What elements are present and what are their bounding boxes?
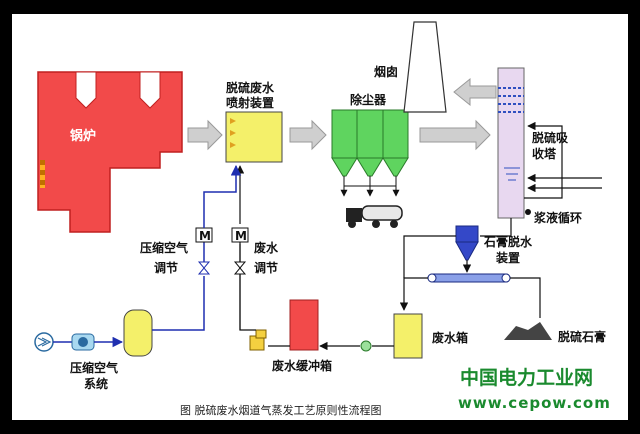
gypsum-out-label: 脱硫石膏 <box>558 329 606 344</box>
dust-collector-label: 除尘器 <box>350 92 387 107</box>
dust-collector-box <box>331 109 409 159</box>
svg-text:M: M <box>235 229 247 243</box>
flue-gas-arrow-2 <box>289 119 327 151</box>
flue-gas-arrow-4 <box>453 77 497 107</box>
metering-pump-icon <box>249 329 267 351</box>
belt-filter <box>427 273 511 283</box>
buffer-tank: 废水缓冲箱 <box>272 299 332 373</box>
air-system-label-1: 压缩空气 <box>70 360 118 375</box>
ww-reg-label-2: 调节 <box>254 260 278 275</box>
slurry-label: 浆液循环 <box>533 210 582 225</box>
ww-reg-label-1: 废水 <box>254 240 279 255</box>
ww-throttle-valve-icon <box>233 261 247 275</box>
spray-device: 脱硫废水 喷射装置 <box>225 80 283 163</box>
brand-url: www.cepow.com <box>458 394 611 412</box>
figure-caption: 图 脱硫废水烟道气蒸发工艺原则性流程图 <box>180 403 382 417</box>
gypsum-pile-icon <box>504 322 552 340</box>
chimney-body <box>403 21 447 113</box>
wastewater-tank-label: 废水箱 <box>432 330 468 345</box>
air-reg-label-1: 压缩空气 <box>140 240 188 255</box>
air-throttle-valve-icon <box>197 261 211 275</box>
truck-icon <box>346 205 403 228</box>
slurry-loop <box>524 121 563 199</box>
wastewater-tank-box <box>393 313 423 359</box>
boiler: 锅炉 <box>37 71 183 233</box>
air-system-label-2: 系统 <box>84 376 108 391</box>
flue-gas-arrow-1 <box>187 119 223 151</box>
absorber-tower-body <box>497 67 525 219</box>
boiler-hopper-left <box>75 71 97 109</box>
dust-collector: 除尘器 <box>331 92 409 177</box>
air-reg-label-2: 调节 <box>154 260 178 275</box>
boiler-hopper-right <box>139 71 161 109</box>
tower-label-2: 收塔 <box>532 146 557 161</box>
absorber-tower: 脱硫吸 收塔 <box>497 67 569 219</box>
boiler-label: 锅炉 <box>70 128 96 144</box>
air-tank <box>123 309 153 357</box>
gypsum-label-2: 装置 <box>495 250 520 265</box>
boiler-body <box>37 71 183 233</box>
air-motor-valve-icon: M <box>195 227 213 243</box>
ww-motor-valve-icon: M <box>231 227 249 243</box>
wastewater-tank: 废水箱 <box>393 313 468 359</box>
brand-name: 中国电力工业网 <box>460 366 593 389</box>
gypsum-dewatering: 石膏脱水 装置 <box>427 225 533 283</box>
pump-icon <box>360 340 372 352</box>
flue-gas-arrow-3 <box>419 119 491 151</box>
spray-device-label-1: 脱硫废水 <box>226 80 275 95</box>
chimney-label: 烟囱 <box>374 64 398 79</box>
chimney: 烟囱 <box>374 21 447 113</box>
svg-text:M: M <box>199 229 211 243</box>
air-system: 压缩空气 系统 <box>34 309 153 391</box>
tower-label-1: 脱硫吸 <box>532 130 569 145</box>
spray-device-box <box>225 111 283 163</box>
buffer-tank-label: 废水缓冲箱 <box>272 358 332 373</box>
spray-device-label-2: 喷射装置 <box>226 95 274 110</box>
gypsum-label-1: 石膏脱水 <box>483 234 533 249</box>
buffer-tank-box <box>289 299 319 351</box>
